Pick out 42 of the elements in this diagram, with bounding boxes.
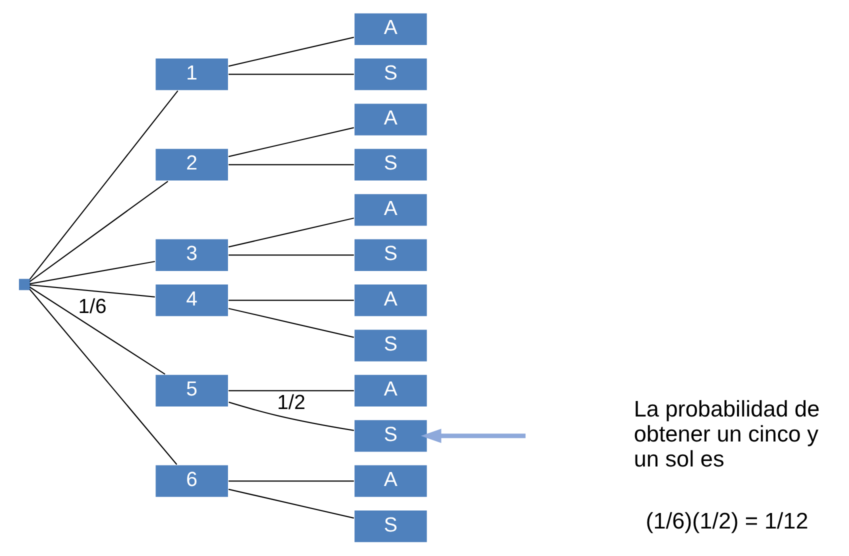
node-box: A — [352, 283, 428, 318]
connector — [228, 308, 354, 338]
connector — [228, 300, 354, 301]
connector — [228, 74, 354, 75]
node-box: 3 — [154, 238, 229, 272]
node-box: 6 — [154, 464, 229, 498]
node-box: 5 — [154, 374, 229, 408]
node-box: S — [352, 148, 428, 182]
node-box: S — [352, 509, 428, 544]
label: (1/6)(1/2) = 1/12 — [645, 508, 808, 534]
connector — [228, 480, 354, 482]
connector — [29, 286, 165, 375]
connector — [28, 90, 178, 280]
connector — [228, 164, 354, 166]
node-box: A — [352, 12, 428, 46]
node-box: A — [352, 374, 428, 408]
label: La probabilidad de obtener un cinco y un sol es — [633, 396, 820, 472]
connector — [28, 180, 168, 282]
connector — [228, 390, 354, 392]
connector — [29, 260, 154, 284]
connector — [28, 289, 177, 465]
edge-label: 1/6 — [78, 296, 106, 318]
node-box: S — [352, 418, 428, 453]
connector — [29, 284, 154, 298]
node-box: 2 — [154, 148, 229, 182]
connector — [228, 402, 354, 432]
connector — [228, 218, 354, 248]
node-box: A — [352, 464, 428, 498]
node-box — [18, 278, 30, 290]
node-box: A — [352, 102, 428, 136]
node-box: 4 — [154, 283, 229, 318]
node-box: 1 — [154, 57, 229, 92]
connector — [228, 488, 354, 519]
node-box: S — [352, 328, 428, 362]
node-box: A — [352, 192, 428, 227]
connector — [228, 36, 354, 67]
connector — [228, 254, 354, 256]
connector — [228, 127, 354, 158]
node-box: S — [352, 57, 428, 92]
edge-label: 1/2 — [276, 392, 305, 414]
node-box: S — [352, 238, 428, 272]
arrow — [420, 428, 526, 444]
